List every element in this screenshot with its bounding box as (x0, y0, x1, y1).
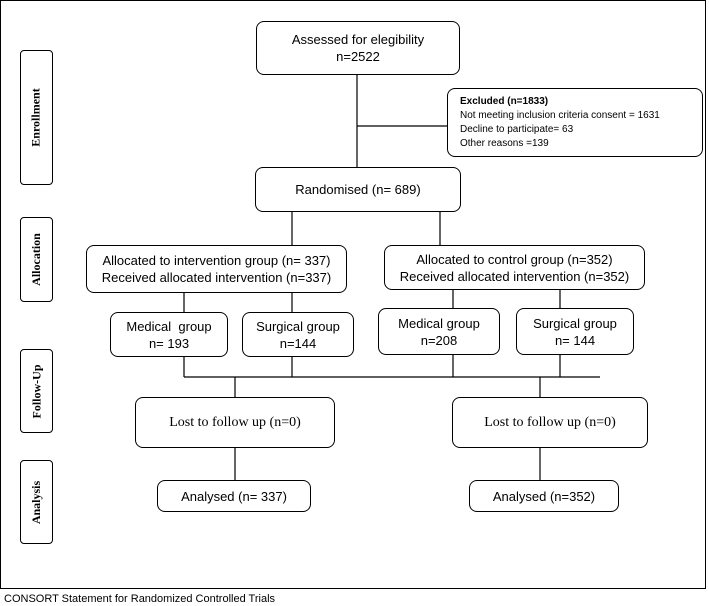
intervention-medical-label: Medical group (126, 318, 212, 334)
analysed-right-box: Analysed (n=352) (469, 480, 619, 512)
assessed-title: Assessed for elegibility (291, 32, 425, 47)
assessed-count: n=2522 (336, 49, 380, 64)
lost-followup-left-box: Lost to follow up (n=0) (135, 397, 335, 448)
analysed-right-label: Analysed (n=352) (492, 488, 596, 504)
stage-analysis-label: Analysis (29, 480, 44, 524)
excluded-reason-1: Not meeting inclusion criteria consent =… (460, 110, 660, 121)
intervention-allocated: Allocated to intervention group (n= 337) (102, 253, 331, 268)
control-medical-count: n=208 (420, 332, 458, 348)
control-medical-label: Medical group (398, 315, 480, 331)
assessed-box: Assessed for elegibility n=2522 (256, 21, 460, 75)
control-received: Received allocated intervention (n=352) (399, 268, 630, 284)
stage-followup-label: Follow-Up (29, 364, 43, 418)
excluded-title: Excluded (n=1833) (460, 96, 549, 107)
excluded-reason-3: Other reasons =139 (460, 138, 549, 149)
stage-enrollment: Enrollment (20, 50, 53, 185)
intervention-surgical-label: Surgical group (256, 318, 340, 334)
intervention-received: Received allocated intervention (n=337) (101, 270, 332, 285)
figure-caption: CONSORT Statement for Randomized Control… (4, 593, 276, 605)
analysed-left-label: Analysed (n= 337) (181, 488, 287, 504)
control-surgical-box: Surgical group n= 144 (516, 308, 634, 355)
excluded-box: Excluded (n=1833) Not meeting inclusion … (447, 88, 703, 157)
excluded-reason-2: Decline to participate= 63 (460, 124, 574, 135)
lost-followup-right-label: Lost to follow up (n=0) (484, 415, 616, 430)
randomised-label: Randomised (n= 689) (295, 182, 421, 197)
randomised-box: Randomised (n= 689) (255, 167, 461, 212)
intervention-box: Allocated to intervention group (n= 337)… (86, 245, 347, 293)
control-allocated: Allocated to control group (n=352) (416, 251, 613, 267)
stage-allocation-label: Allocation (29, 233, 44, 286)
stage-allocation: Allocation (20, 217, 53, 302)
stage-followup: Follow-Up (20, 349, 53, 433)
control-box: Allocated to control group (n=352) Recei… (384, 245, 645, 290)
intervention-surgical-box: Surgical group n=144 (242, 312, 354, 357)
intervention-medical-count: n= 193 (148, 335, 190, 351)
lost-followup-right-box: Lost to follow up (n=0) (452, 397, 648, 448)
intervention-medical-box: Medical group n= 193 (110, 312, 228, 357)
control-medical-box: Medical group n=208 (378, 308, 500, 355)
stage-enrollment-label: Enrollment (29, 88, 44, 147)
control-surgical-label: Surgical group (533, 315, 617, 331)
intervention-surgical-count: n=144 (279, 335, 317, 351)
stage-analysis: Analysis (20, 460, 53, 544)
control-surgical-count: n= 144 (554, 332, 596, 348)
analysed-left-box: Analysed (n= 337) (157, 480, 311, 512)
lost-followup-left-label: Lost to follow up (n=0) (169, 415, 301, 430)
